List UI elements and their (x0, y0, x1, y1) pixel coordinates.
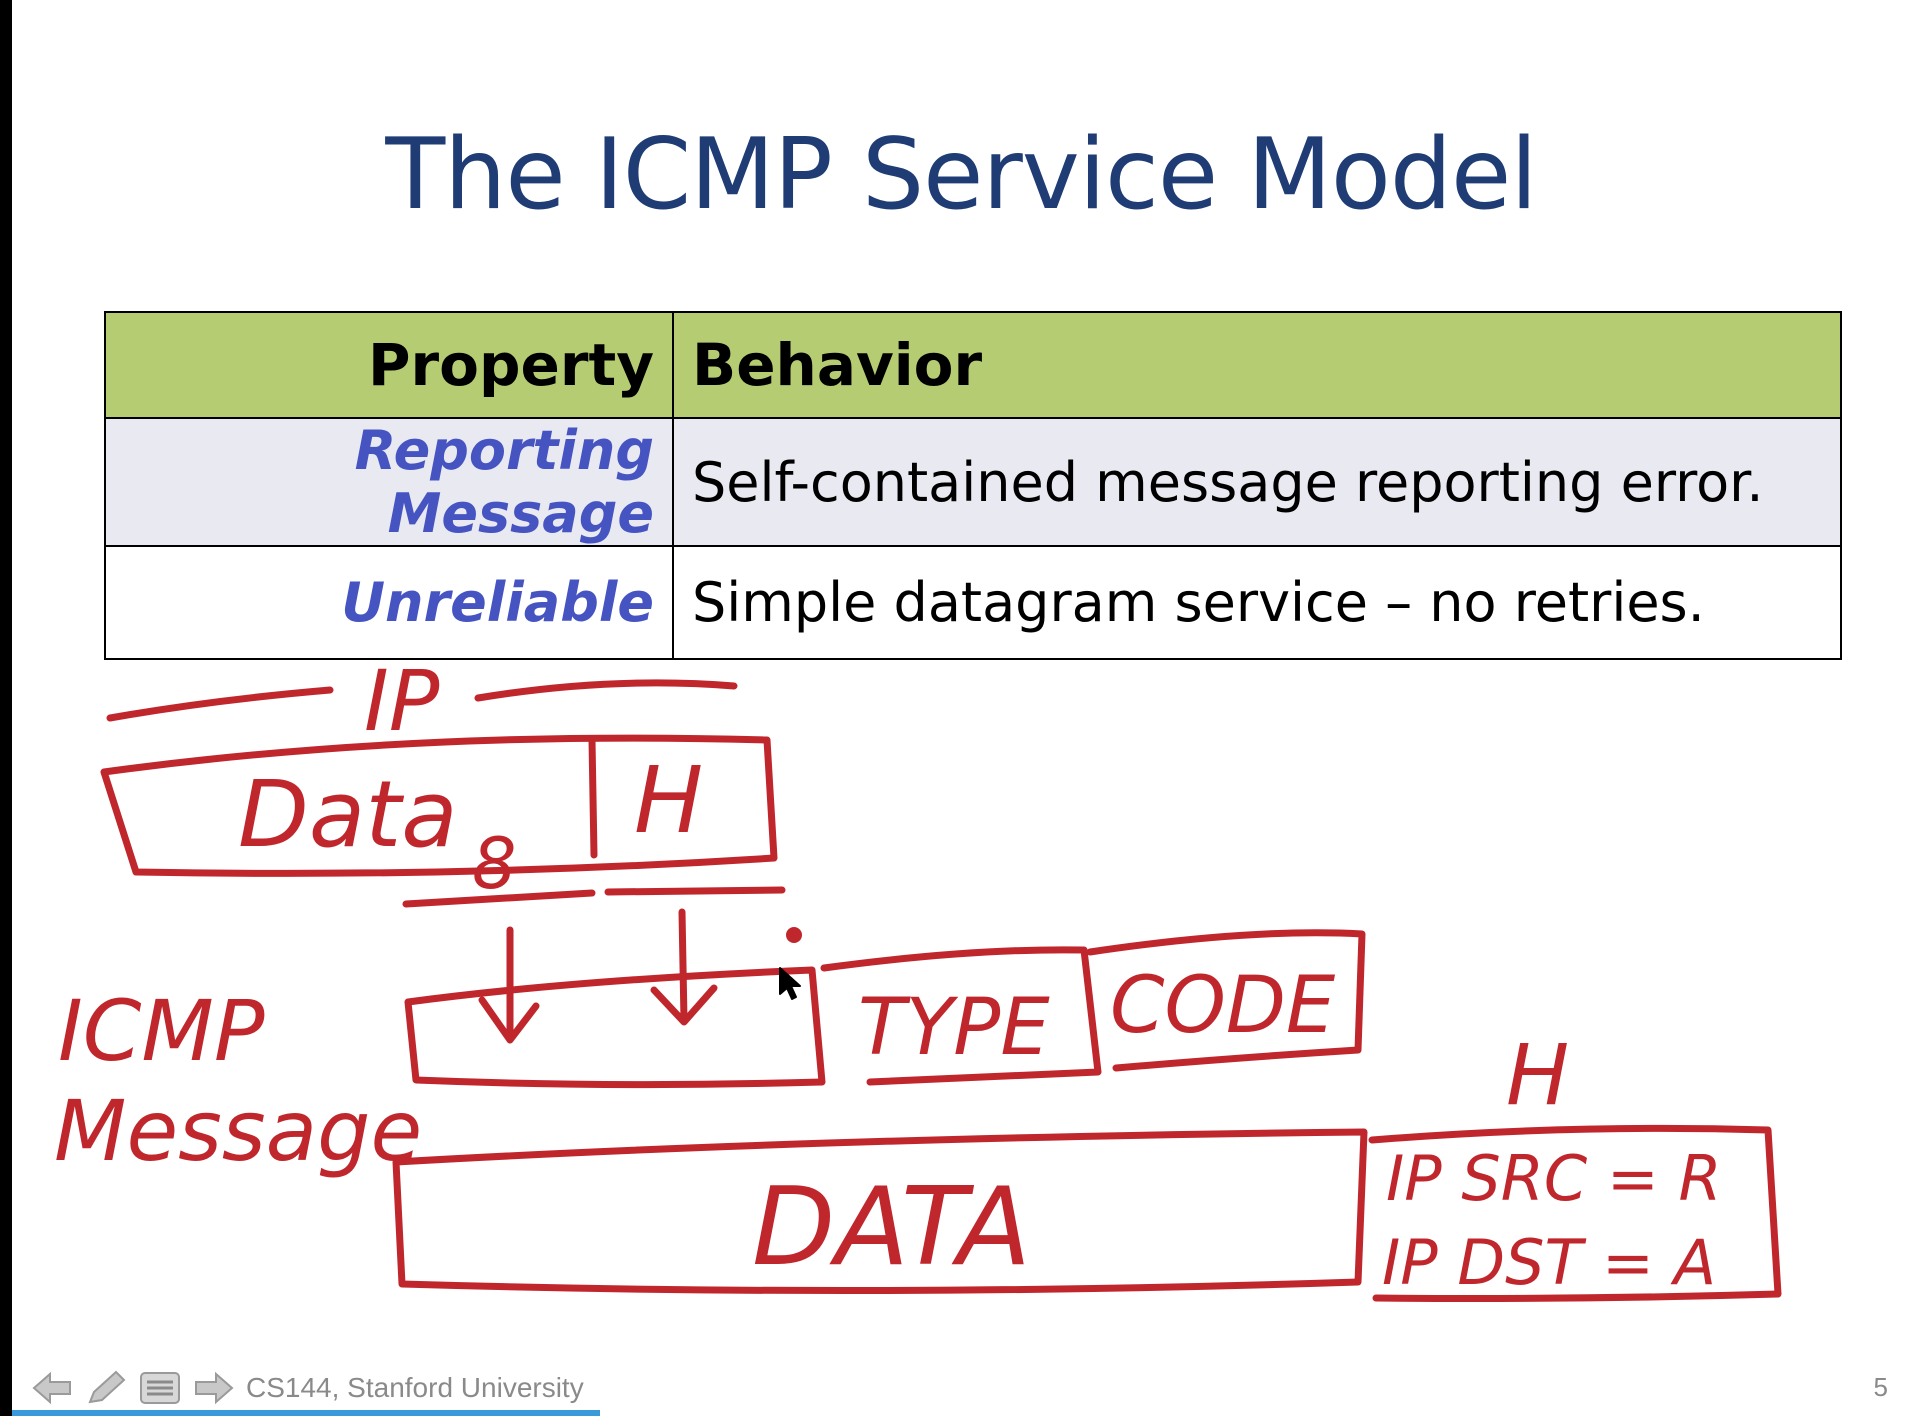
header-property: Property (104, 311, 674, 419)
ip-dst-label: IP DST = A (1382, 1226, 1716, 1299)
table-row: Reporting Message Self-contained message… (104, 417, 1842, 547)
pen-icon[interactable] (84, 1370, 128, 1406)
ip-line-right (474, 679, 738, 702)
progress-fill (12, 1410, 601, 1416)
ip-label: IP (364, 652, 440, 750)
type-label: TYPE (858, 983, 1050, 1073)
progress-bar (12, 1410, 1910, 1416)
footer-text: CS144, Stanford University (246, 1372, 584, 1403)
big-data-box (392, 1128, 1368, 1295)
eight-label: 8 (472, 823, 517, 905)
behavior-cell: Self-contained message reporting error. (672, 417, 1842, 547)
header-h-label-2: H (1506, 1026, 1569, 1124)
bracket-line-left (402, 889, 596, 908)
next-arrow-icon[interactable] (192, 1370, 236, 1406)
code-label: CODE (1110, 961, 1336, 1051)
arrow-right (650, 908, 718, 1026)
ip-line-left (106, 686, 334, 722)
arrow-left (478, 926, 540, 1044)
bracket-line-right (604, 886, 786, 896)
mouse-cursor-icon (779, 967, 801, 1000)
previous-arrow-icon[interactable] (30, 1370, 74, 1406)
ink-dot (786, 927, 802, 943)
page-number: 5 (1873, 1372, 1888, 1402)
property-table: Property Behavior Reporting Message Self… (104, 311, 1842, 660)
big-data-label: DATA (752, 1165, 1031, 1290)
slide: The ICMP Service Model Property Behavior… (12, 0, 1910, 1416)
type-box (820, 946, 1102, 1086)
code-box (1086, 929, 1366, 1072)
copied-data-box (404, 966, 826, 1089)
ip-packet-box (100, 734, 778, 877)
slide-title: The ICMP Service Model (385, 118, 1537, 232)
ip-packet-divider (588, 736, 598, 859)
ip-src-label: IP SRC = R (1386, 1142, 1722, 1215)
behavior-cell: Simple datagram service – no retries. (672, 545, 1842, 660)
table-header-row: Property Behavior (104, 311, 1842, 419)
data-label: Data (238, 761, 458, 868)
icmp-label: ICMP (58, 982, 265, 1080)
property-cell: Reporting Message (104, 417, 674, 547)
property-cell: Unreliable (104, 545, 674, 660)
header-h-label: H (634, 747, 703, 854)
footer: CS144, Stanford University (30, 1368, 584, 1408)
menu-icon[interactable] (138, 1370, 182, 1406)
ip-header-box (1368, 1124, 1782, 1302)
table-row: Unreliable Simple datagram service – no … (104, 545, 1842, 660)
message-label: Message (54, 1082, 422, 1180)
header-behavior: Behavior (672, 311, 1842, 419)
